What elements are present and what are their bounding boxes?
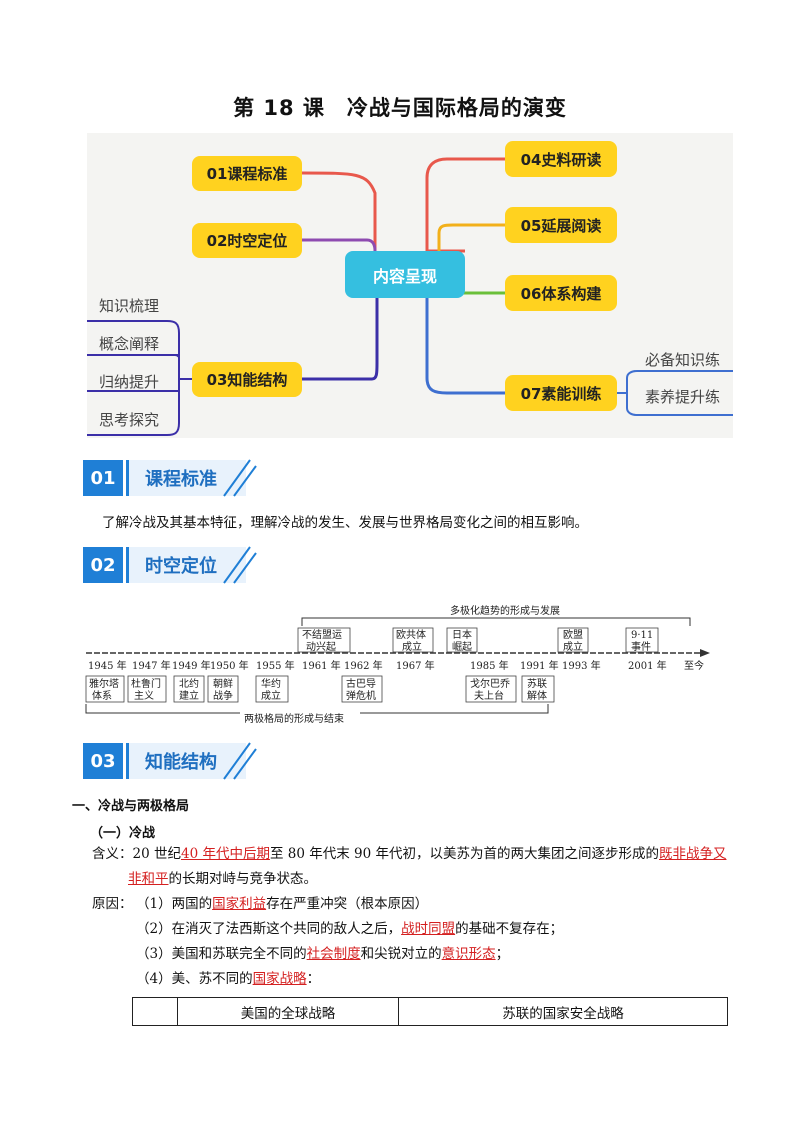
node-01-course-standard: 01课程标准: [192, 156, 302, 191]
event-below: 朝鲜: [213, 677, 233, 690]
cause-4: （4）美、苏不同的国家战略：: [136, 971, 321, 987]
event-below: 苏联: [527, 677, 547, 690]
year-label: 1962 年: [344, 659, 383, 672]
meaning-paragraph: 含义：20 世纪40 年代中后期至 80 年代末 90 年代初，以美苏为首的两大…: [92, 846, 727, 862]
year-label: 1949 年: [172, 659, 211, 672]
section-02-deco: [223, 546, 257, 584]
year-label: 1993 年: [562, 659, 601, 672]
event-above: 动兴起: [306, 641, 336, 653]
event-below: 杜鲁门: [131, 677, 161, 690]
page-title: 第 18 课 冷战与国际格局的演变: [233, 96, 567, 120]
event-above: 欧盟: [563, 629, 583, 641]
meaning-key-state-cont: 非和平: [128, 871, 169, 887]
year-label: 2001 年: [628, 659, 667, 672]
node-05-extended-reading: 05延展阅读: [505, 207, 617, 243]
year-label: 1985 年: [470, 659, 509, 672]
event-above: 不结盟运: [302, 628, 342, 641]
leaf-essential-practice: 必备知识练: [645, 351, 721, 369]
node-06-system-building: 06体系构建: [505, 275, 617, 311]
event-above: 成立: [402, 640, 422, 653]
meaning-label: 含义：: [92, 846, 133, 862]
cause-1: （1）两国的国家利益存在严重冲突（根本原因）: [136, 896, 429, 912]
section-03-deco: [223, 742, 257, 780]
event-above: 欧共体: [396, 629, 426, 641]
table-cell-blank: [132, 997, 178, 1026]
event-below: 弹危机: [346, 689, 376, 702]
section-03-number: 03: [83, 743, 123, 779]
timeline-top-bracket: [301, 617, 691, 626]
section-03-label: 知能结构: [126, 743, 246, 779]
event-below: 华约: [261, 677, 281, 690]
event-above: 9·11: [631, 630, 653, 641]
timeline-top-bracket-label: 多极化趋势的形成与发展: [450, 604, 560, 617]
section-02-number: 02: [83, 547, 123, 583]
node-03-knowledge-structure: 03知能结构: [192, 362, 302, 397]
meaning-key-state: 既非战争又: [659, 846, 727, 862]
event-below: 夫上台: [474, 689, 504, 702]
event-below: 解体: [527, 689, 547, 702]
course-standard-text: 了解冷战及其基本特征，理解冷战的发生、发展与世界格局变化之间的相互影响。: [102, 515, 588, 531]
timeline-bottom-bracket-label: 两极格局的形成与结束: [244, 712, 344, 725]
event-below: 戈尔巴乔: [470, 677, 510, 690]
leaf-thinking-inquiry: 思考探究: [99, 411, 160, 429]
event-below: 雅尔塔: [89, 677, 119, 690]
timeline: 多极化趋势的形成与发展 1945 年 1947 年 1949 年 1950 年 …: [85, 604, 710, 725]
table-row: 美国的全球战略 苏联的国家安全战略: [132, 997, 728, 1026]
year-label: 1967 年: [396, 659, 435, 672]
heading-2: （一）冷战: [90, 826, 156, 841]
year-label: 1991 年: [520, 659, 559, 672]
node-02-time-space: 02时空定位: [192, 223, 302, 258]
section-01-label: 课程标准: [126, 460, 246, 496]
event-below: 古巴导: [346, 677, 376, 690]
node-center: 内容呈现: [345, 251, 465, 298]
event-below: 建立: [179, 689, 199, 702]
event-above: 成立: [563, 640, 583, 653]
mind-map: 01课程标准 02时空定位 03知能结构 内容呈现 04史料研读 05延展阅读 …: [87, 133, 733, 438]
event-above: 事件: [631, 640, 651, 653]
meaning-paragraph-cont: 非和平的长期对峙与竞争状态。: [128, 871, 317, 887]
node-07-skill-training: 07素能训练: [505, 375, 617, 411]
leaf-knowledge-review: 知识梳理: [99, 297, 160, 315]
section-01-deco: [223, 459, 257, 497]
meaning-key-time: 40 年代中后期: [180, 846, 270, 862]
year-label: 1945 年: [88, 659, 127, 672]
table-header-ussr: 苏联的国家安全战略: [398, 997, 728, 1026]
heading-1: 一、冷战与两极格局: [72, 799, 190, 814]
year-label: 至今: [684, 659, 704, 672]
year-label: 1950 年: [210, 659, 249, 672]
leaf-literacy-practice: 素养提升练: [645, 388, 721, 406]
event-below: 主义: [134, 690, 154, 702]
section-02-label: 时空定位: [126, 547, 246, 583]
event-above: 日本: [452, 628, 472, 641]
event-below: 战争: [213, 689, 233, 702]
table-header-us: 美国的全球战略: [177, 997, 399, 1026]
leaf-induction: 归纳提升: [99, 373, 160, 391]
event-below: 北约: [179, 677, 199, 690]
event-below: 体系: [92, 690, 112, 702]
year-label: 1961 年: [302, 659, 341, 672]
causes-label: 原因：: [92, 896, 133, 912]
cause-2: （2）在消灭了法西斯这个共同的敌人之后，战时同盟的基础不复存在；: [136, 921, 564, 937]
section-01-number: 01: [83, 460, 123, 496]
strategy-table: 美国的全球战略 苏联的国家安全战略: [132, 997, 728, 1026]
cause-3: （3）美国和苏联完全不同的社会制度和尖锐对立的意识形态；: [136, 946, 510, 962]
year-label: 1947 年: [132, 659, 171, 672]
timeline-arrow: [700, 649, 710, 657]
event-above: 崛起: [452, 641, 472, 653]
year-label: 1955 年: [256, 659, 295, 672]
event-below: 成立: [261, 689, 281, 702]
node-04-source-reading: 04史料研读: [505, 141, 617, 177]
leaf-concept-explanation: 概念阐释: [99, 335, 160, 353]
